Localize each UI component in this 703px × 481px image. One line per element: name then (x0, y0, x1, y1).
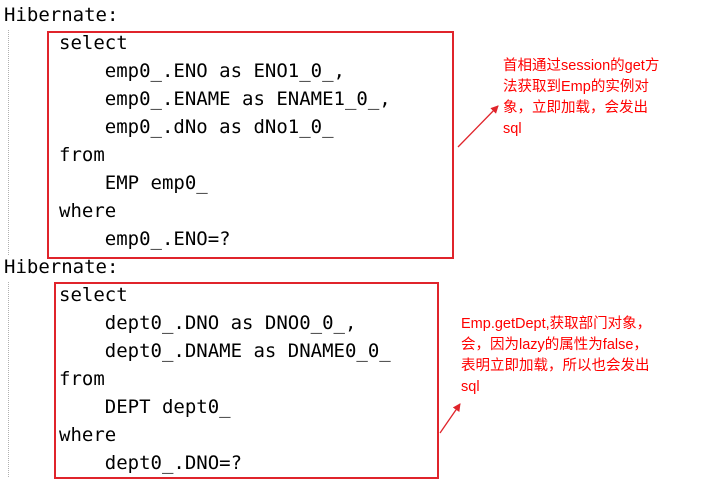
sql-line: DEPT dept0_ (59, 396, 231, 418)
sql-line: where (59, 424, 117, 446)
query2-highlight-box (54, 282, 439, 479)
sql-line: select (59, 284, 128, 306)
annotation-line: 首相通过session的get方 (503, 58, 660, 74)
annotation-note-1: 首相通过session的get方 法获取到Emp的实例对 象，立即加载，会发出 … (503, 56, 659, 140)
sql-line: dept0_.DNAME as DNAME0_0_ (59, 340, 391, 362)
sql-line: emp0_.ENAME as ENAME1_0_, (59, 88, 391, 110)
indent-guide (8, 30, 9, 255)
query2-header: Hibernate: (4, 256, 119, 278)
annotation-line: Emp.getDept,获取部门对象， (461, 316, 652, 332)
arrow-2-line (439, 403, 461, 434)
sql-line: select (59, 32, 128, 54)
arrow-1-line (457, 105, 499, 148)
annotation-line: 法获取到Emp的实例对 (503, 79, 649, 95)
sql-line: emp0_.ENO as ENO1_0_, (59, 60, 345, 82)
annotation-note-2: Emp.getDept,获取部门对象， 会，因为lazy的属性为false， 表… (461, 314, 651, 398)
annotation-line: 表明立即加载，所以也会发出 (461, 358, 650, 374)
annotation-line: 会，因为lazy的属性为false， (461, 337, 648, 353)
annotation-line: 象，立即加载，会发出 (503, 100, 648, 116)
sql-line: from (59, 144, 105, 166)
sql-line: from (59, 368, 105, 390)
annotation-line: sql (503, 121, 522, 137)
sql-line: emp0_.dNo as dNo1_0_ (59, 116, 334, 138)
sql-line: where (59, 200, 117, 222)
query1-header: Hibernate: (4, 4, 119, 26)
query1-highlight-box (47, 31, 454, 259)
annotation-line: sql (461, 379, 480, 395)
indent-guide (8, 282, 9, 477)
sql-line: EMP emp0_ (59, 172, 208, 194)
sql-line: dept0_.DNO as DNO0_0_, (59, 312, 357, 334)
sql-line: dept0_.DNO=? (59, 452, 243, 474)
sql-line: emp0_.ENO=? (59, 228, 231, 250)
